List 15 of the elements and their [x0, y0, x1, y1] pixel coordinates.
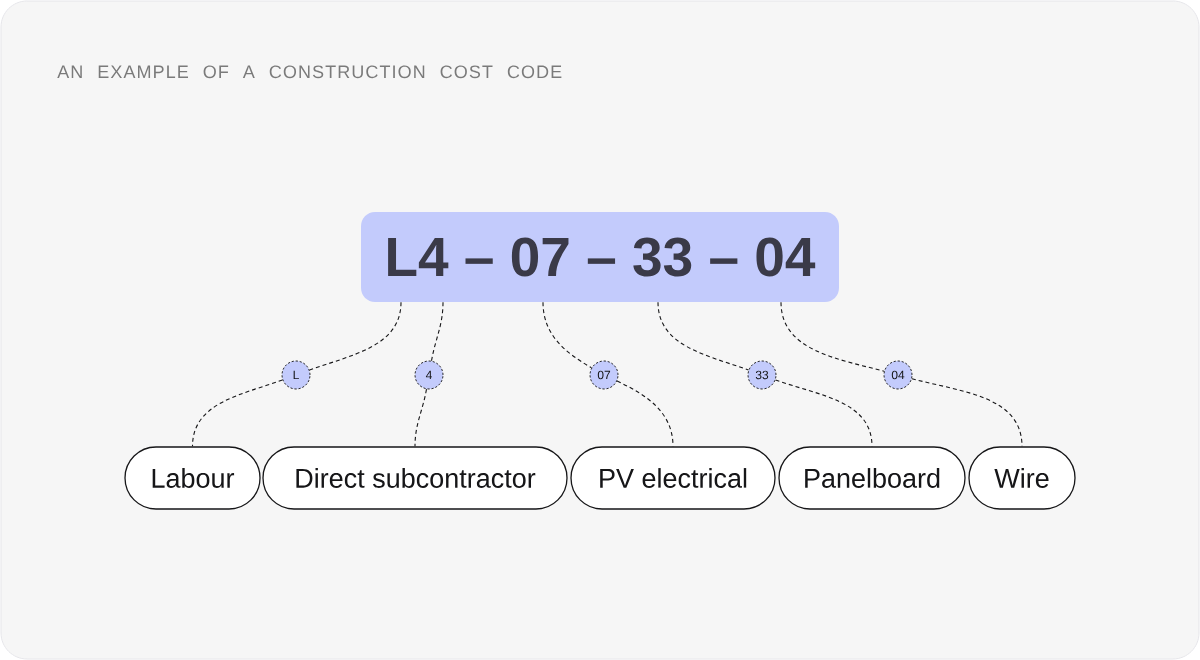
connector-line	[780, 301, 885, 372]
connector-line	[191, 379, 283, 447]
connector-line	[309, 301, 402, 371]
category-pill: PV electrical	[570, 446, 776, 510]
connector-line	[775, 379, 873, 447]
connector-line	[911, 378, 1023, 447]
connector-line	[542, 301, 593, 369]
category-pill: Direct subcontractor	[262, 446, 568, 510]
category-pill: Panelboard	[778, 446, 966, 510]
code-box: L4 – 07 – 33 – 04	[361, 212, 839, 302]
category-pill: Labour	[124, 446, 261, 510]
connector-line	[414, 388, 428, 447]
title: AN EXAMPLE OF A CONSTRUCTION COST CODE	[57, 65, 562, 79]
connector-line	[657, 301, 749, 371]
connector-line	[430, 301, 444, 362]
